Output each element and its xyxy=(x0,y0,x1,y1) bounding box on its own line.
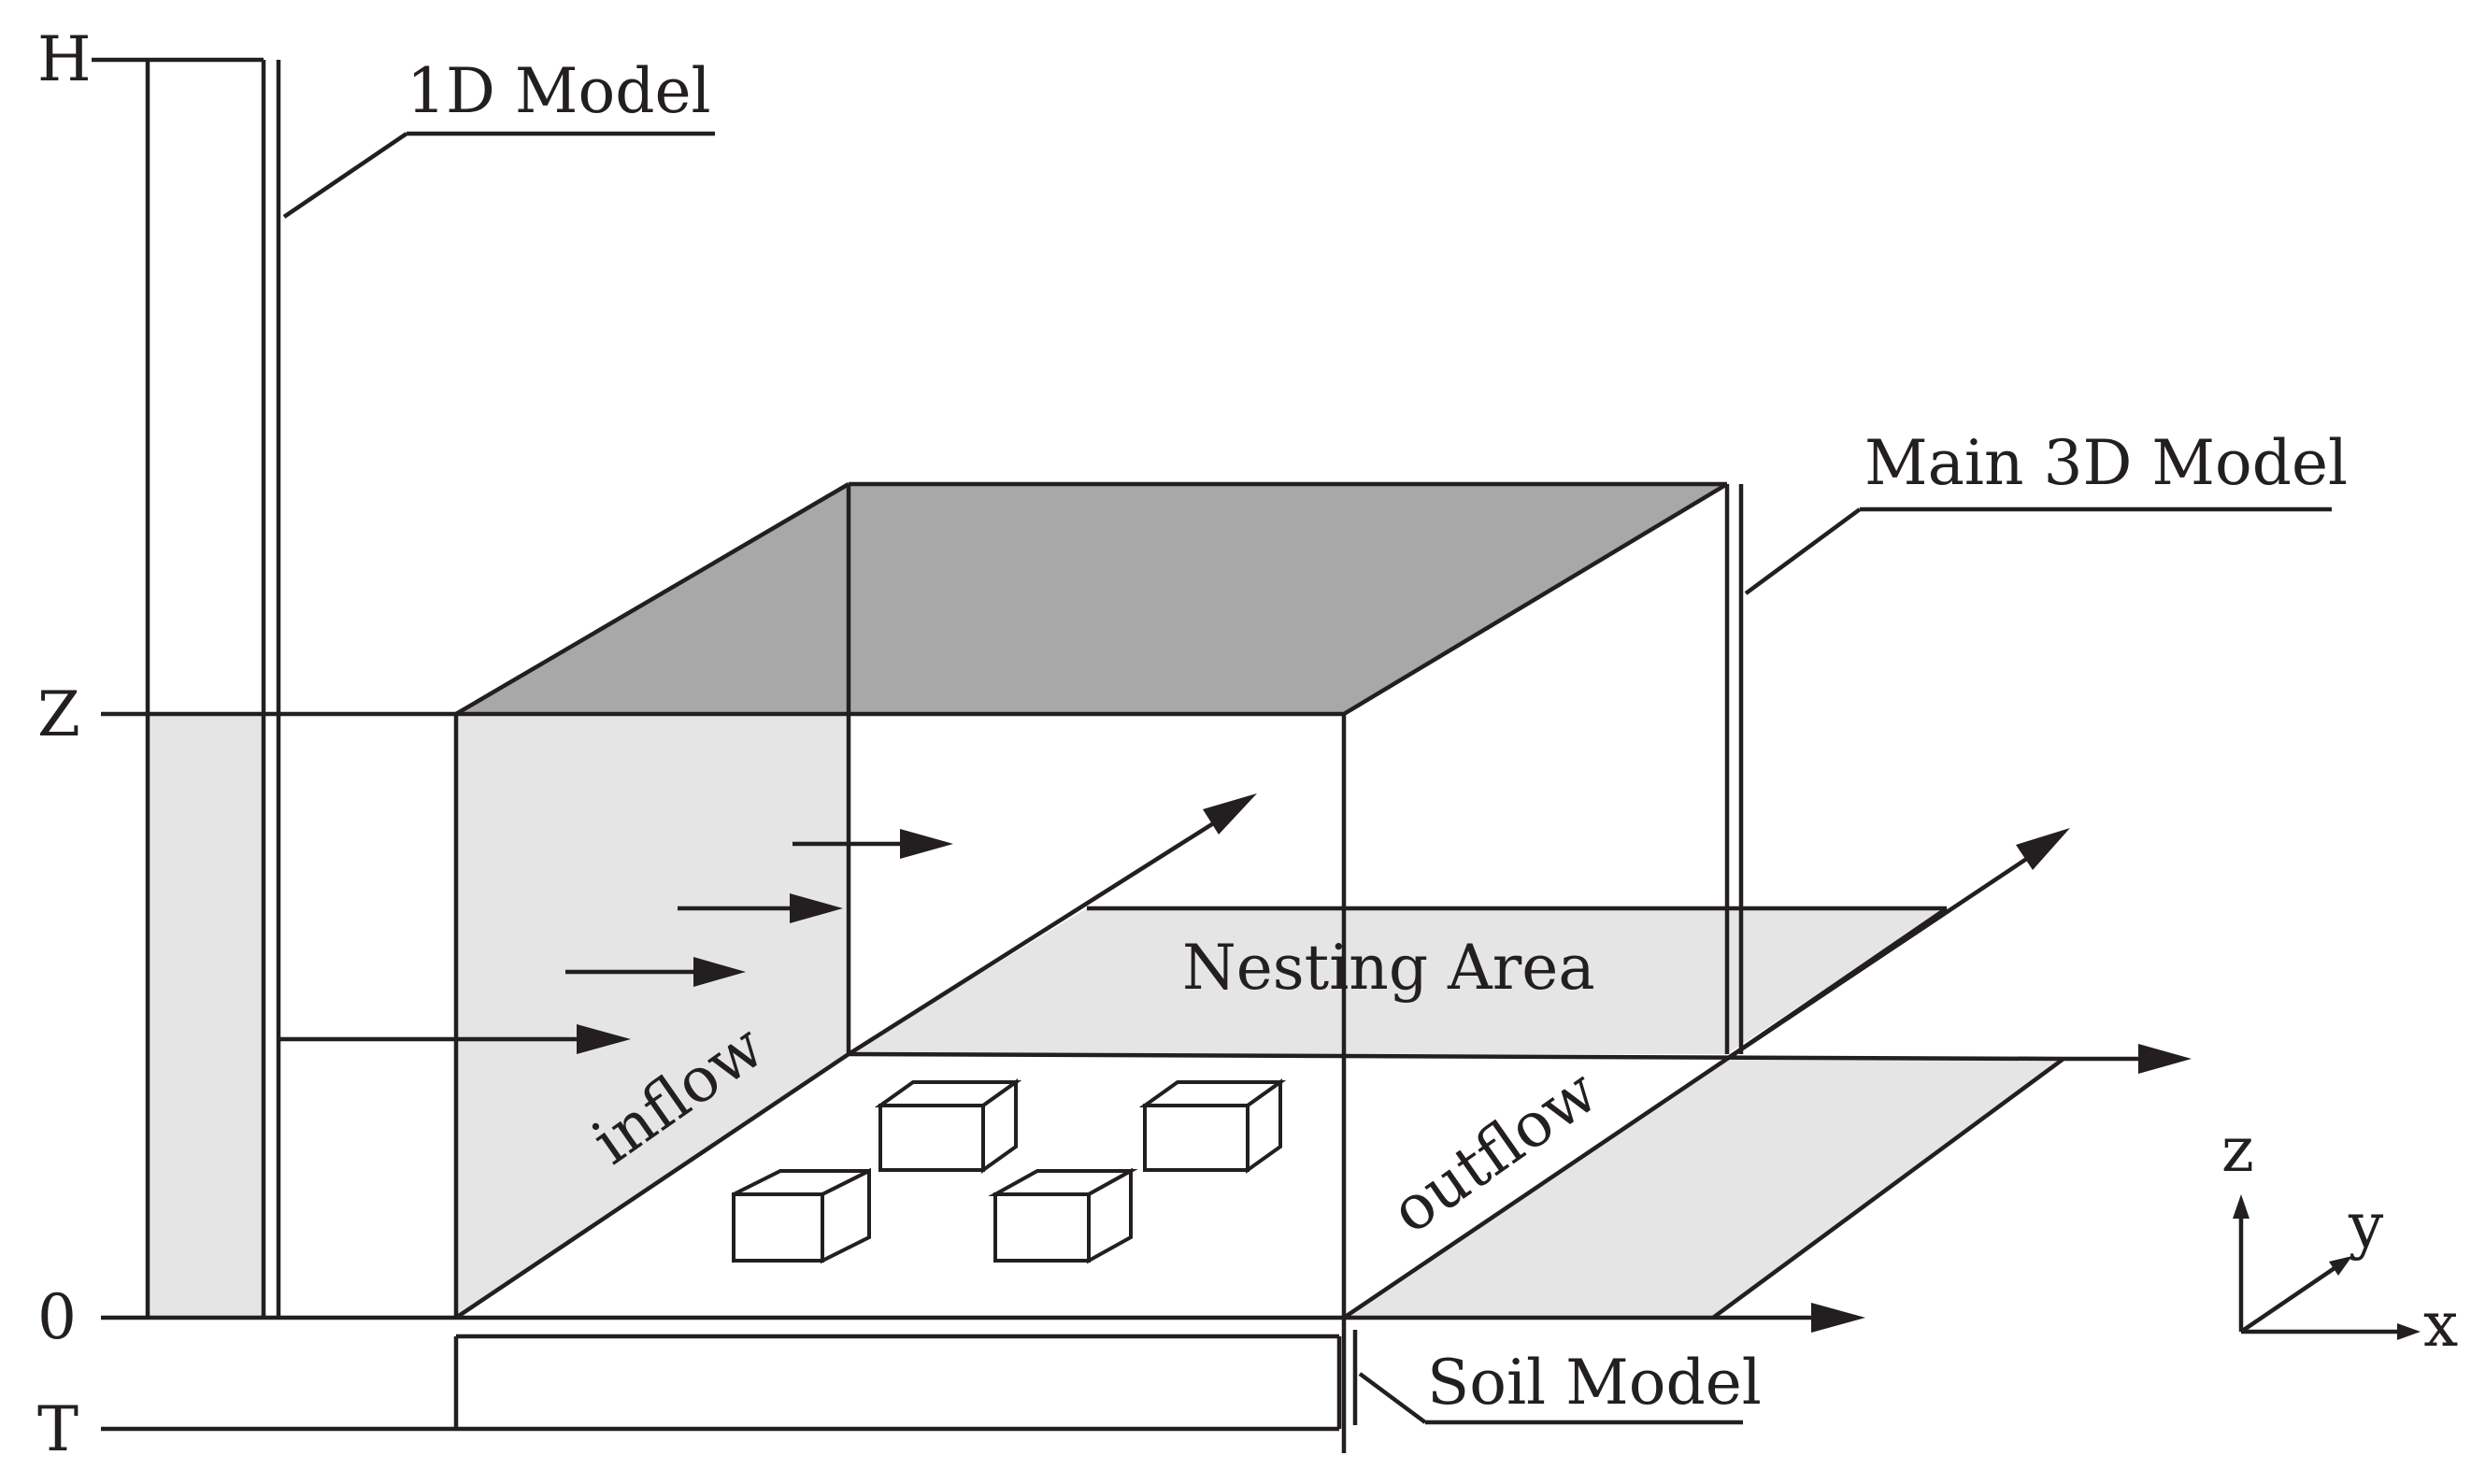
depth-arrow-head-1 xyxy=(1203,793,1257,835)
column-1d-lower-fill xyxy=(148,714,264,1318)
building-4 xyxy=(988,1167,1138,1264)
building-3 xyxy=(732,1167,871,1264)
nesting-x-arrow-head xyxy=(2138,1044,2192,1074)
depth-arrow-head-2 xyxy=(2016,828,2070,870)
axis-label-z: z xyxy=(2221,1114,2254,1186)
building-1 xyxy=(874,1078,1022,1174)
height-label-h: H xyxy=(37,23,92,95)
label-soil-model: Soil Model xyxy=(1427,1347,1762,1419)
height-label-z: Z xyxy=(37,678,80,750)
axis-label-x: x xyxy=(2423,1289,2458,1361)
ground-x-arrow-head xyxy=(1811,1303,1865,1333)
building-2 xyxy=(1138,1078,1287,1174)
axes-legend: z y x xyxy=(2221,1114,2458,1361)
inflow-arrow-head-1 xyxy=(577,1024,631,1054)
axis-label-y: y xyxy=(2348,1190,2384,1262)
label-main-3d-model: Main 3D Model xyxy=(1864,427,2348,499)
nesting-area-plane xyxy=(849,908,1947,1054)
height-label-t: T xyxy=(37,1393,79,1465)
inflow-arrow-head-2 xyxy=(693,957,746,987)
inflow-arrow-head-4 xyxy=(900,829,953,859)
label-nesting-area: Nesting Area xyxy=(1182,932,1595,1004)
outflow-strip xyxy=(1344,1059,2064,1318)
height-label-0: 0 xyxy=(37,1281,77,1353)
top-face xyxy=(456,484,1727,714)
inflow-arrow-head-3 xyxy=(790,893,843,923)
label-1d-model: 1D Model xyxy=(407,55,711,127)
